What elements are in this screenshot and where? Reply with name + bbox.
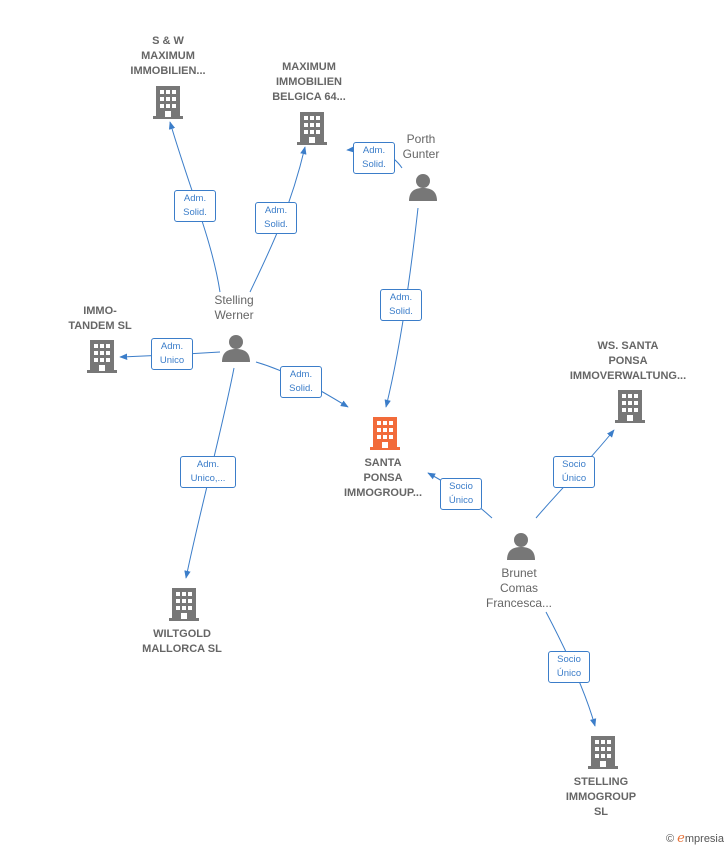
node-label-stelling-werner[interactable]: Stelling Werner	[214, 293, 254, 322]
brand-name: mpresia	[684, 833, 724, 845]
edge-label-brunet-santa: Socio Único	[440, 478, 482, 510]
node-label-sw-maximum[interactable]: S & W MAXIMUM IMMOBILIEN...	[130, 35, 206, 77]
node-label-immo-tandem[interactable]: IMMO- TANDEM SL	[68, 305, 132, 332]
edge-label-stelling-tandem: Adm. Unico	[151, 338, 193, 370]
focus-building-icon	[370, 417, 400, 450]
copyright-symbol: ©	[666, 833, 675, 845]
person-icon	[507, 533, 535, 560]
node-label-ws-santa-ponsa[interactable]: WS. SANTA PONSA IMMOVERWALTUNG...	[569, 340, 687, 382]
person-icon	[222, 335, 250, 362]
node-label-stelling-immogroup[interactable]: STELLING IMMOGROUP SL	[565, 776, 637, 818]
brand-initial: e	[677, 831, 685, 846]
building-icon	[297, 112, 327, 145]
edge-label-brunet-ws: Socio Único	[553, 456, 595, 488]
building-icon	[87, 340, 117, 373]
person-icon	[409, 174, 437, 201]
empresia-watermark: © empresia	[666, 831, 724, 846]
building-icon	[588, 736, 618, 769]
edge-label-stelling-sw: Adm. Solid.	[174, 190, 216, 222]
node-label-maximum-belgica[interactable]: MAXIMUM IMMOBILIEN BELGICA 64...	[272, 61, 346, 103]
node-label-brunet[interactable]: Brunet Comas Francesca...	[485, 566, 553, 610]
building-icon	[615, 390, 645, 423]
edge-label-brunet-stellingimmo: Socio Único	[548, 651, 590, 683]
building-icon	[169, 588, 199, 621]
building-icon	[153, 86, 183, 119]
edge-label-porth-santa: Adm. Solid.	[380, 289, 422, 321]
node-label-wiltgold[interactable]: WILTGOLD MALLORCA SL	[142, 628, 222, 655]
node-label-porth-gunter[interactable]: Porth Gunter	[402, 132, 440, 161]
edge-label-stelling-santa: Adm. Solid.	[280, 366, 322, 398]
edge-label-stelling-wiltgold: Adm. Unico,...	[180, 456, 236, 488]
edge-label-stelling-belgica: Adm. Solid.	[255, 202, 297, 234]
node-label-santa-ponsa[interactable]: SANTA PONSA IMMOGROUP...	[343, 457, 423, 499]
edge-label-porth-belgica: Adm. Solid.	[353, 142, 395, 174]
